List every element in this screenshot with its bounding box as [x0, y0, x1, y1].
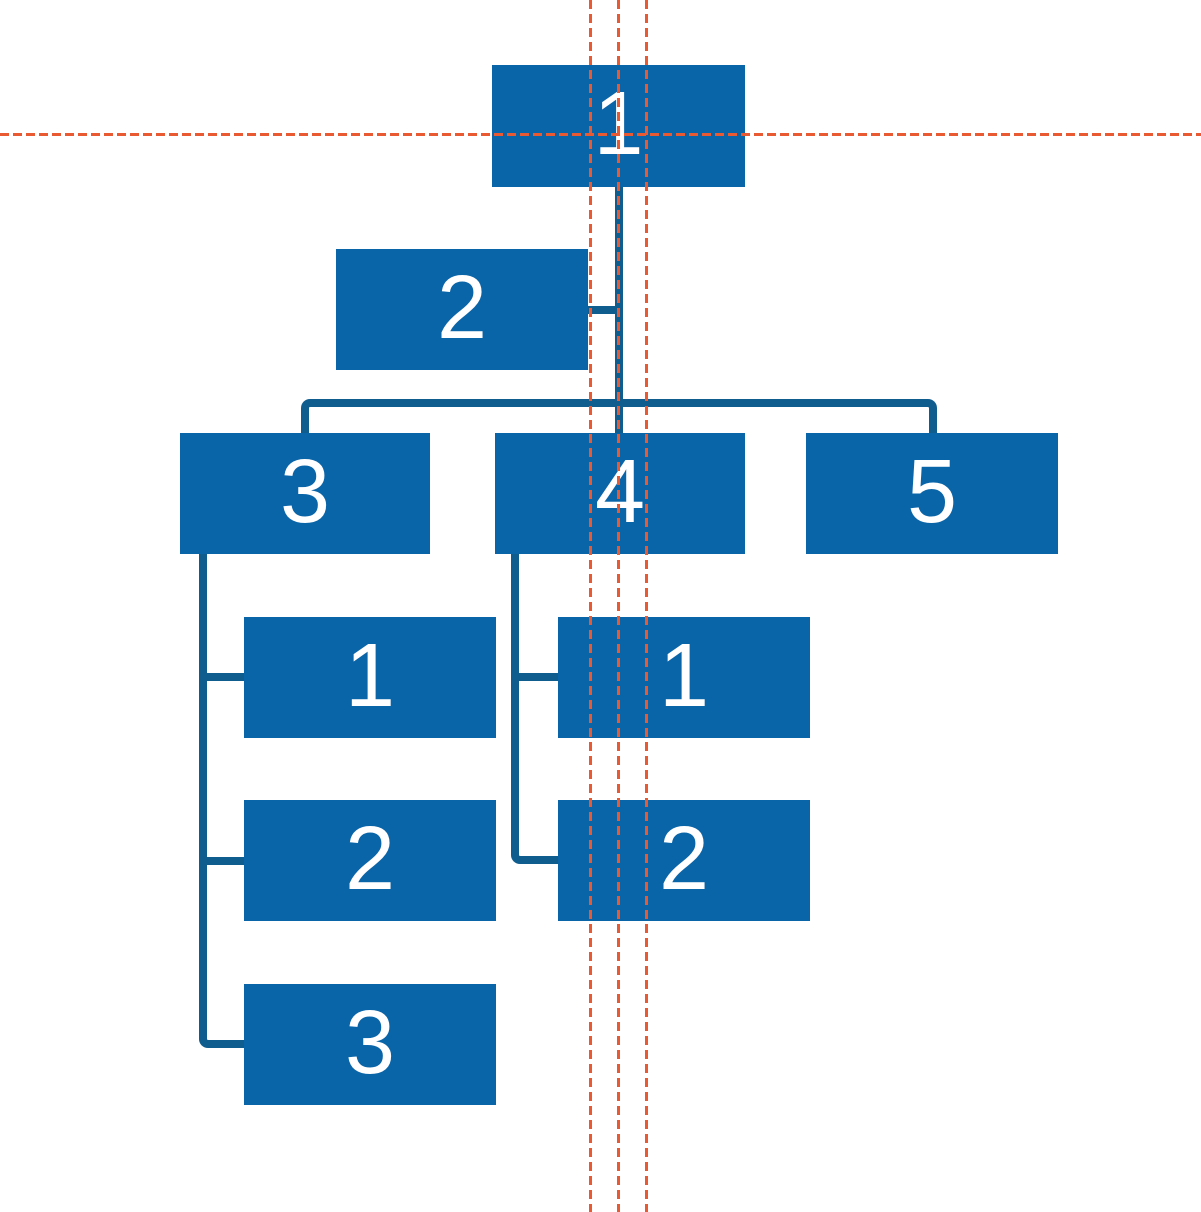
org-node-5[interactable]: 5: [806, 433, 1058, 554]
org-node-4-child-1-label: 1: [658, 625, 710, 726]
org-node-3[interactable]: 3: [180, 433, 430, 554]
org-node-3-child-3-label: 3: [344, 992, 396, 1093]
org-node-4-label: 4: [594, 441, 646, 542]
org-node-5-label: 5: [906, 441, 958, 542]
org-node-3-child-3[interactable]: 3: [244, 984, 496, 1105]
org-node-4-child-1[interactable]: 1: [558, 617, 810, 738]
org-node-3-child-1[interactable]: 1: [244, 617, 496, 738]
org-node-2-label: 2: [436, 257, 488, 358]
org-node-4[interactable]: 4: [495, 433, 745, 554]
smart-guide-vertical-1: [589, 0, 592, 1212]
org-node-3-label: 3: [279, 441, 331, 542]
connector-node3-drop: [199, 554, 244, 1048]
org-node-4-child-2-label: 2: [658, 808, 710, 909]
connector-node4-drop: [511, 554, 558, 864]
smart-guide-vertical-3: [645, 0, 648, 1212]
connector-node4-child1-stub: [519, 673, 558, 681]
connector-node3-child1-stub: [207, 673, 244, 681]
smart-guide-horizontal-1: [0, 133, 1201, 136]
org-node-4-child-2[interactable]: 2: [558, 800, 810, 921]
org-node-3-child-1-label: 1: [344, 625, 396, 726]
org-node-3-child-2[interactable]: 2: [244, 800, 496, 921]
org-node-2[interactable]: 2: [336, 249, 588, 370]
org-node-3-child-2-label: 2: [344, 808, 396, 909]
connector-node3-child2-stub: [207, 857, 244, 865]
connector-assistant-stub: [588, 306, 619, 314]
smart-guide-vertical-2: [617, 0, 620, 1212]
